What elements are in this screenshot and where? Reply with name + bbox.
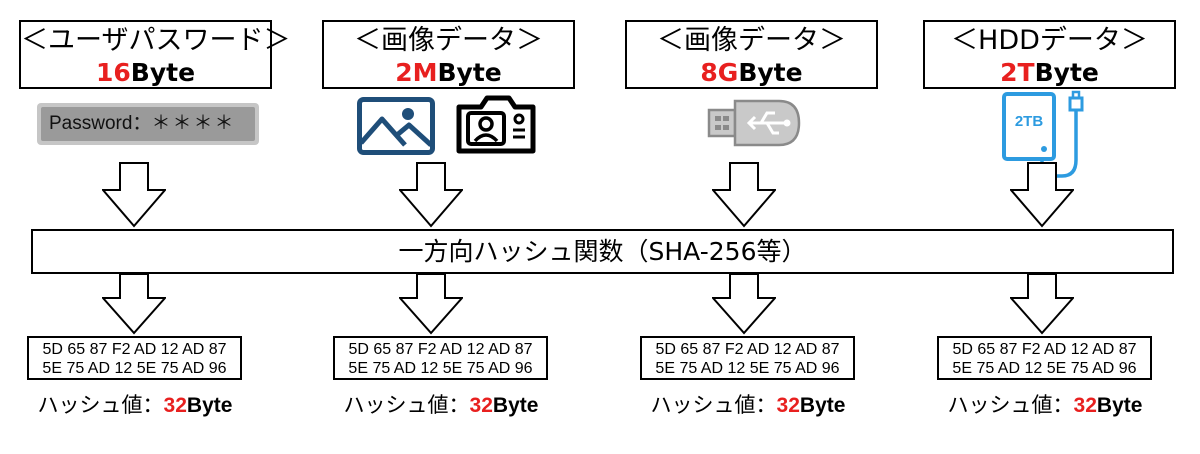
hash-function-bar: 一方向ハッシュ関数（SHA-256等）: [31, 229, 1174, 274]
hash-output-box: 5D 65 87 F2 AD 12 AD 87 5E 75 AD 12 5E 7…: [333, 336, 548, 380]
hash-line-2: 5E 75 AD 12 5E 75 AD 96: [348, 360, 533, 377]
source-title: ＜HDDデータ＞: [951, 25, 1148, 56]
password-label: Password：: [49, 113, 152, 134]
hash-value-unit: Byte: [492, 394, 539, 417]
hash-value-caption: ハッシュ値：32Byte: [628, 392, 868, 419]
source-box-image-2m: ＜画像データ＞ 2MByte: [322, 20, 575, 89]
hash-value-caption: ハッシュ値：32Byte: [15, 392, 255, 419]
hash-value-number: 32: [469, 394, 493, 417]
down-arrow-icon: [712, 273, 776, 335]
size-unit: Byte: [437, 58, 502, 87]
hash-value-caption: ハッシュ値：32Byte: [925, 392, 1165, 419]
size-number: 16: [95, 58, 131, 87]
size-number: 2T: [1000, 58, 1035, 87]
size-unit: Byte: [1034, 58, 1099, 87]
hash-value-label: ハッシュ値：: [343, 393, 470, 417]
hash-line-1: 5D 65 87 F2 AD 12 AD 87: [655, 341, 840, 358]
hash-output-box: 5D 65 87 F2 AD 12 AD 87 5E 75 AD 12 5E 7…: [937, 336, 1152, 380]
hash-value-unit: Byte: [186, 394, 233, 417]
hash-value-label: ハッシュ値：: [37, 393, 164, 417]
hash-line-1: 5D 65 87 F2 AD 12 AD 87: [42, 341, 227, 358]
down-arrow-icon: [102, 162, 166, 228]
down-arrow-icon: [102, 273, 166, 335]
size-unit: Byte: [130, 58, 196, 87]
source-box-image-8g: ＜画像データ＞ 8GByte: [625, 20, 878, 89]
hash-line-2: 5E 75 AD 12 5E 75 AD 96: [42, 360, 227, 377]
size-number: 8G: [700, 58, 739, 87]
password-mask: ＊＊＊＊: [151, 113, 236, 134]
hash-value-unit: Byte: [799, 394, 846, 417]
size-unit: Byte: [738, 58, 803, 87]
down-arrow-icon: [399, 162, 463, 228]
source-title: ＜画像データ＞: [657, 25, 846, 56]
hash-value-caption: ハッシュ値：32Byte: [321, 392, 561, 419]
hash-line-1: 5D 65 87 F2 AD 12 AD 87: [348, 341, 533, 358]
hash-value-number: 32: [163, 394, 187, 417]
hash-line-2: 5E 75 AD 12 5E 75 AD 96: [655, 360, 840, 377]
down-arrow-icon: [399, 273, 463, 335]
hash-value-number: 32: [776, 394, 800, 417]
down-arrow-icon: [1010, 162, 1074, 228]
down-arrow-icon: [1010, 273, 1074, 335]
hash-line-1: 5D 65 87 F2 AD 12 AD 87: [952, 341, 1137, 358]
camera-icon: [456, 95, 536, 154]
hdd-capacity-label: 2TB: [1015, 113, 1044, 130]
password-field: Password：＊＊＊＊: [37, 103, 259, 145]
source-title: ＜画像データ＞: [354, 25, 543, 56]
usb-drive-icon: [707, 99, 801, 147]
source-box-password: ＜ユーザパスワード＞ 16Byte: [19, 20, 291, 89]
hdd-icon: 2TB: [1002, 90, 1084, 178]
size-number: 2M: [395, 58, 438, 87]
hash-output-box: 5D 65 87 F2 AD 12 AD 87 5E 75 AD 12 5E 7…: [27, 336, 242, 380]
hash-value-number: 32: [1073, 394, 1097, 417]
hash-output-box: 5D 65 87 F2 AD 12 AD 87 5E 75 AD 12 5E 7…: [640, 336, 855, 380]
down-arrow-icon: [712, 162, 776, 228]
source-title: ＜ユーザパスワード＞: [21, 25, 291, 56]
hash-value-unit: Byte: [1096, 394, 1143, 417]
hash-value-label: ハッシュ値：: [947, 393, 1074, 417]
hash-value-label: ハッシュ値：: [650, 393, 777, 417]
image-icon: [357, 97, 435, 155]
hash-line-2: 5E 75 AD 12 5E 75 AD 96: [952, 360, 1137, 377]
source-box-hdd: ＜HDDデータ＞ 2TByte: [923, 20, 1176, 89]
